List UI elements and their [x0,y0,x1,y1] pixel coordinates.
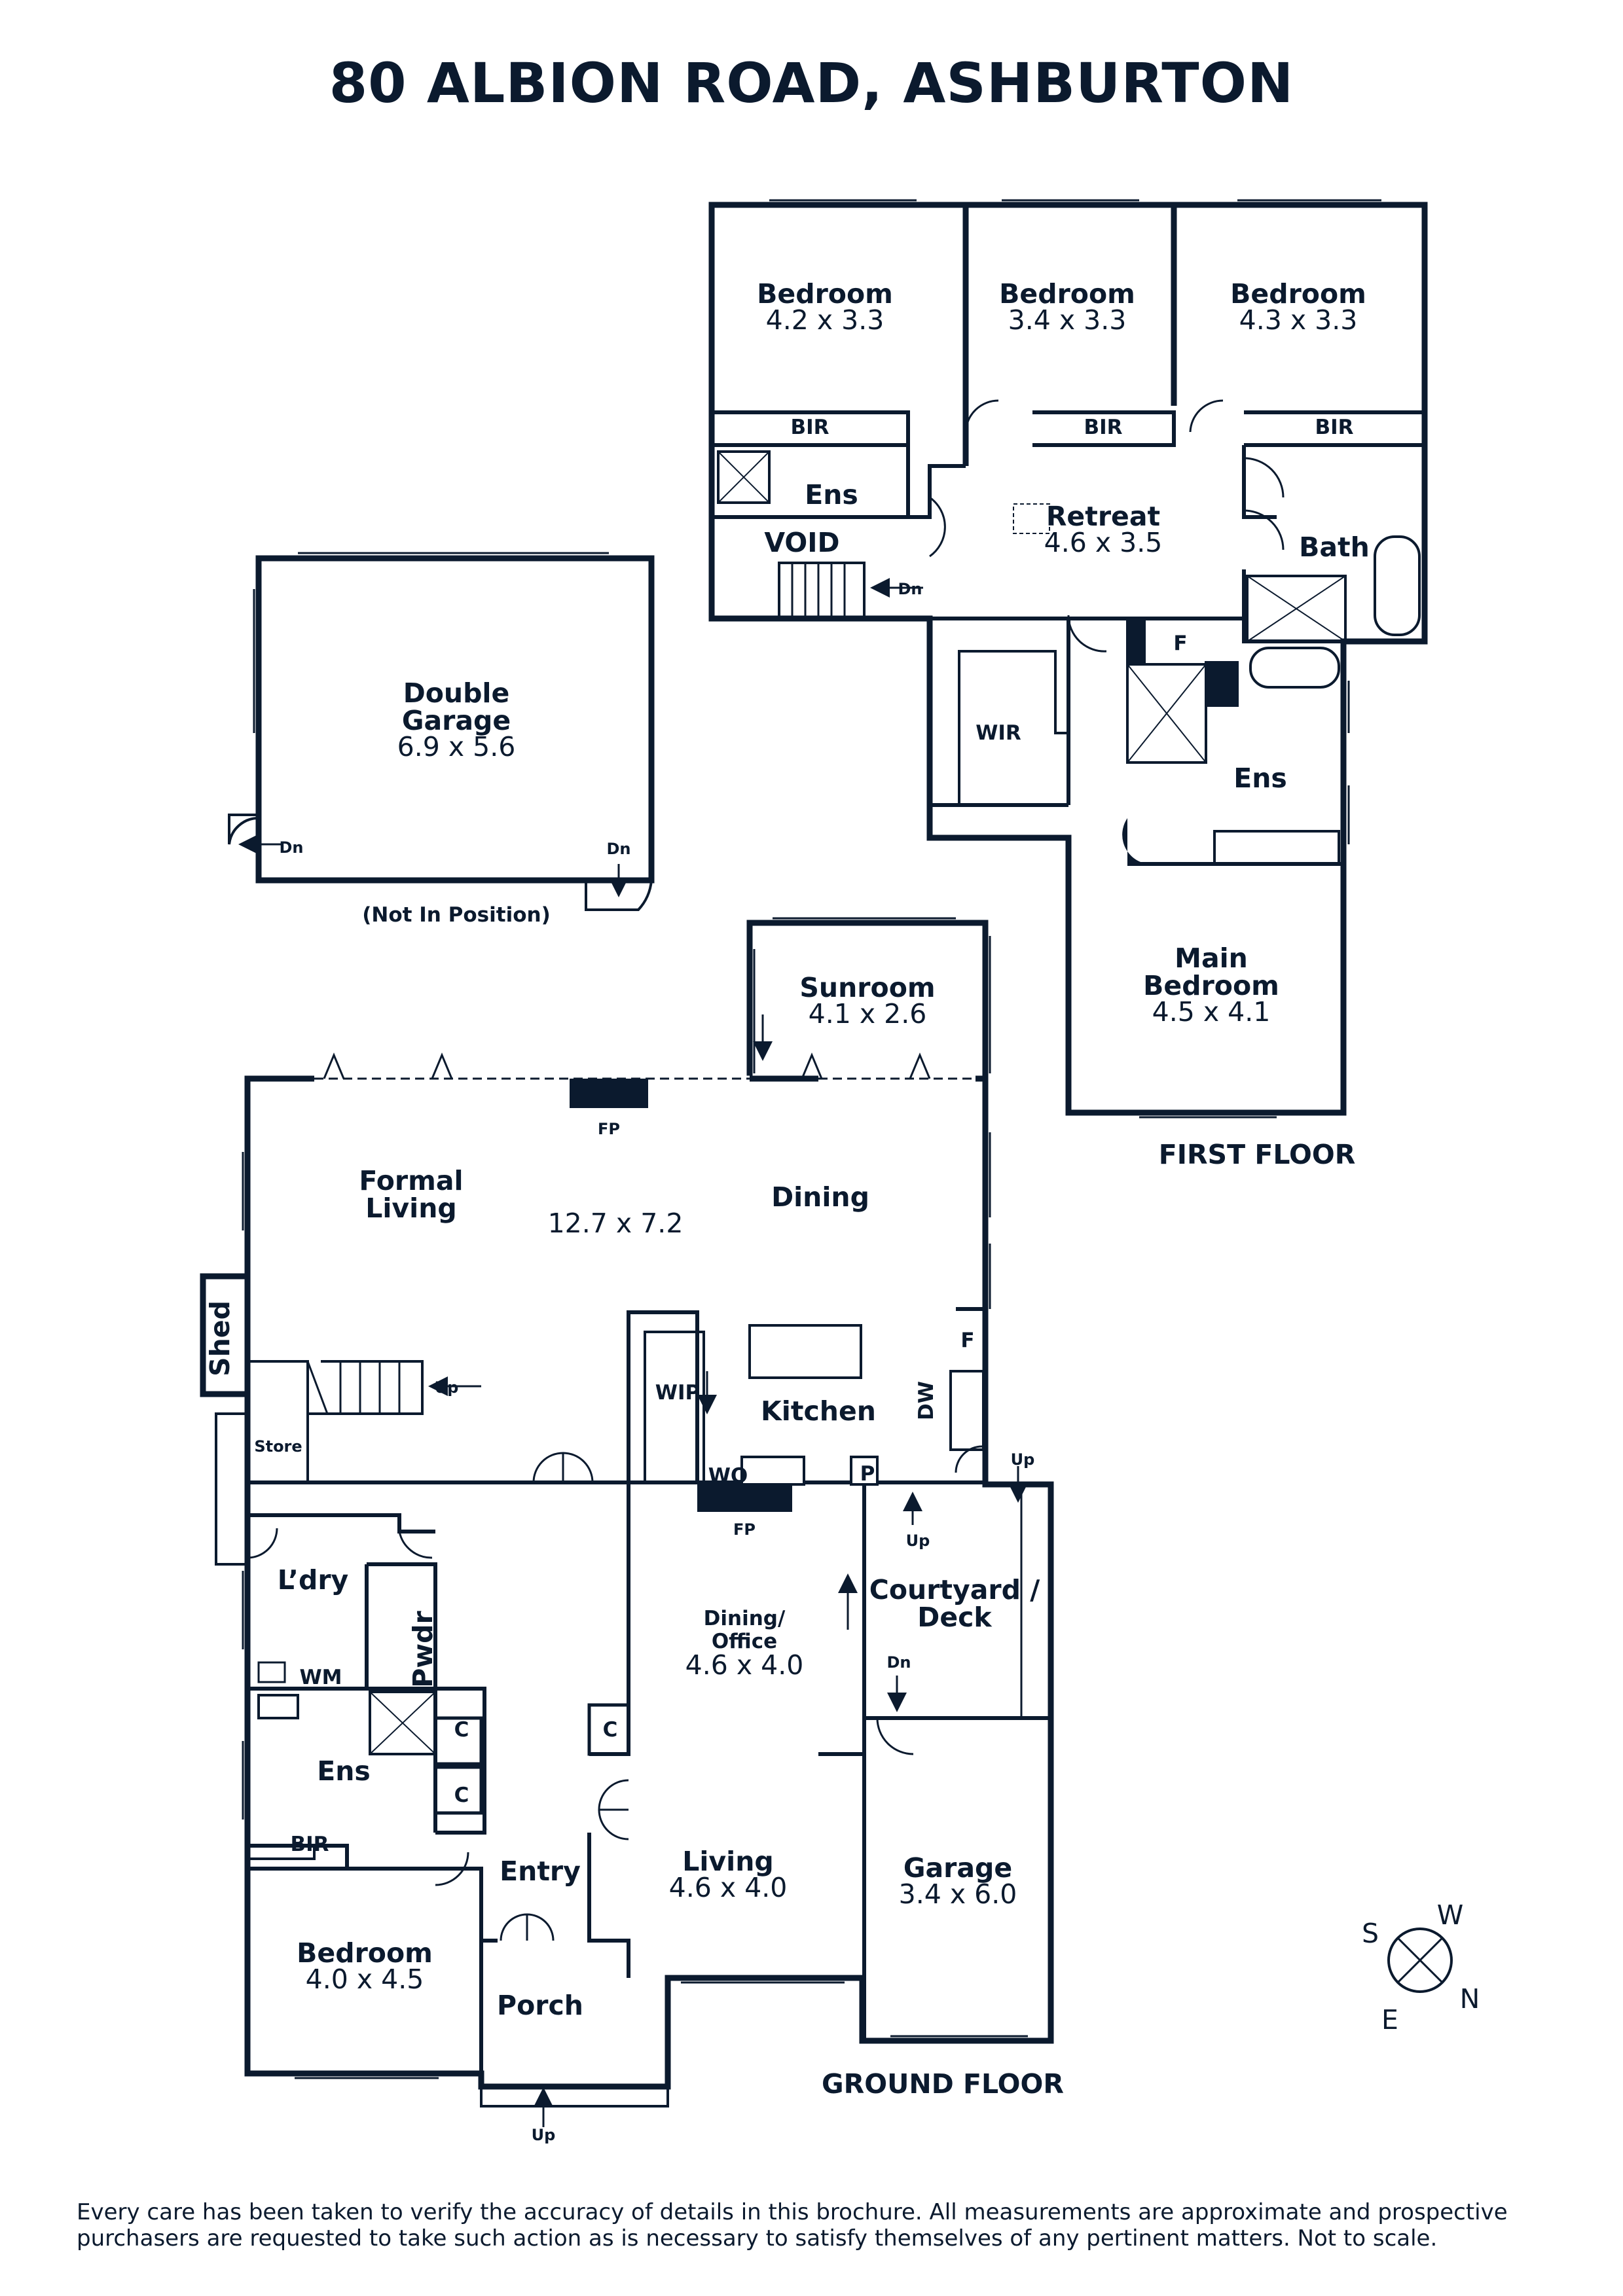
void-label: VOID [764,527,839,558]
dining-office-name-1: Dining/ [704,1607,786,1630]
first-floor-label: FIRST FLOOR [1159,1139,1356,1170]
porch-label: Porch [497,1990,583,2021]
bir-label-3: BIR [1315,416,1353,439]
first-floor [708,199,1428,1119]
laundry-label: L’dry [278,1564,349,1596]
garage-dims: 3.4 x 6.0 [899,1878,1017,1910]
compass-w: W [1437,1899,1464,1931]
page-title: 80 ALBION ROAD, ASHBURTON [329,51,1294,115]
bir-label-1: BIR [790,416,829,439]
dn-label-first: Dn [898,580,922,598]
cupboard-label-3: C [603,1718,618,1742]
cupboard-label-2: C [454,1784,469,1807]
shed-label: Shed [204,1300,236,1376]
wip-label: WIP [655,1381,700,1405]
dn-label-garage-left: Dn [279,838,303,857]
wo-label: WO [708,1464,748,1488]
formal-living-dims: 12.7 x 7.2 [548,1208,684,1239]
dining-office-name-2: Office [712,1630,777,1653]
dn-label-garage-right: Dn [606,840,630,858]
dining-office-dims: 4.6 x 4.0 [685,1649,804,1681]
compass-n: N [1460,1983,1480,2015]
dw-label: DW [915,1381,938,1420]
entry-label: Entry [500,1856,581,1887]
living-dims: 4.6 x 4.0 [669,1872,788,1903]
disclaimer: Every care has been taken to verify the … [77,2199,1582,2251]
fp-label-top: FP [598,1120,620,1138]
bedroom-1-name: Bedroom [757,278,893,310]
bedroom-ground-dims: 4.0 x 4.5 [306,1964,424,1995]
courtyard-name-1: Courtyard / [869,1574,1040,1605]
garage-name: Garage [903,1852,1012,1884]
bedroom-ground-name: Bedroom [297,1937,433,1969]
not-in-position-note: (Not In Position) [362,903,551,927]
sunroom-dims: 4.1 x 2.6 [809,998,927,1030]
pantry-label: P [860,1462,875,1486]
dn-label-courtyard: Dn [886,1653,911,1672]
retreat-dims: 4.6 x 3.5 [1044,527,1163,558]
bedroom-3-name: Bedroom [1230,278,1366,310]
bedroom-2-dims: 3.4 x 3.3 [1008,304,1127,336]
up-label-kitchen: Up [906,1532,930,1550]
formal-living-name-1: Formal [359,1165,463,1196]
courtyard-name-2: Deck [917,1602,993,1633]
disclaimer-line-2: purchasers are requested to take such ac… [77,2225,1438,2251]
disclaimer-line-1: Every care has been taken to verify the … [77,2199,1508,2225]
cupboard-label-1: C [454,1718,469,1742]
sunroom-name: Sunroom [799,972,935,1003]
bir-label-2: BIR [1084,416,1122,439]
double-garage-name-1: Double [403,677,510,709]
powder-label: Pwdr [407,1610,439,1687]
ensuite-ground: Ens [317,1755,371,1787]
up-label-stairs: Up [435,1378,459,1397]
dining-name: Dining [771,1181,869,1213]
bath-label: Bath [1299,531,1370,563]
compass-s: S [1362,1918,1379,1949]
fridge-label-ground: F [960,1329,974,1352]
double-garage [228,552,655,911]
kitchen-name: Kitchen [761,1395,876,1427]
retreat-name: Retreat [1046,501,1160,532]
up-label-porch: Up [532,2126,556,2144]
ensuite-first-small: Ens [805,479,858,511]
bedroom-1-dims: 4.2 x 3.3 [766,304,884,336]
ensuite-first-main: Ens [1233,762,1287,794]
up-label-courtyard: Up [1011,1450,1035,1469]
double-garage-dims: 6.9 x 5.6 [397,731,516,762]
bedroom-2-name: Bedroom [999,278,1135,310]
room-labels: Bedroom 4.2 x 3.3 Bedroom 3.4 x 3.3 Bedr… [204,278,1480,2144]
double-garage-name-2: Garage [402,705,511,736]
main-bedroom-name-1: Main [1175,942,1248,974]
compass [1387,1928,1453,1993]
main-bedroom-dims: 4.5 x 4.1 [1152,996,1271,1028]
store-label: Store [254,1437,302,1456]
bir-label-ground: BIR [290,1833,329,1856]
ground-floor-label: GROUND FLOOR [822,2068,1064,2100]
wir-label: WIR [976,721,1021,745]
bedroom-3-dims: 4.3 x 3.3 [1239,304,1358,336]
fp-label-ground: FP [733,1520,756,1539]
main-bedroom-name-2: Bedroom [1143,970,1279,1001]
formal-living-name-2: Living [365,1193,457,1224]
wm-label: WM [299,1666,342,1689]
ground-floor [200,917,1054,2127]
fridge-label-first: F [1173,632,1187,655]
living-name: Living [682,1846,774,1877]
compass-e: E [1381,2004,1398,2036]
